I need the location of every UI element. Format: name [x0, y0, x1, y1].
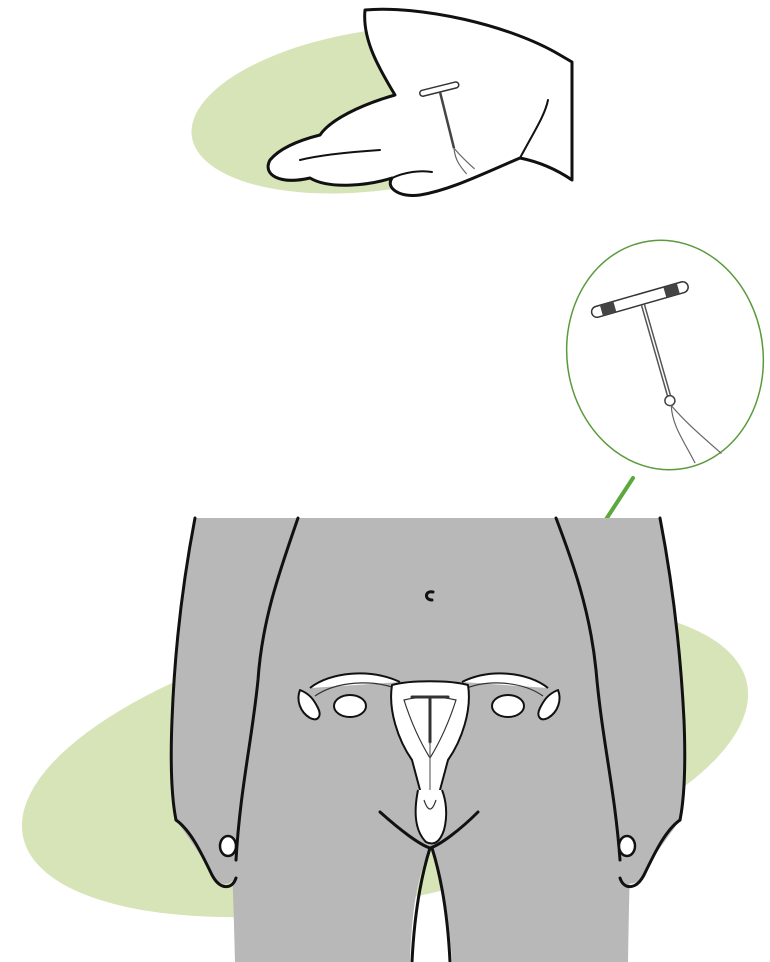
body-group [0, 518, 770, 962]
right-thumb [619, 836, 635, 856]
iud-inset-group [552, 227, 770, 482]
hand-group [181, 4, 580, 215]
left-thumb [220, 836, 236, 856]
iud-inset-circle [552, 227, 770, 482]
